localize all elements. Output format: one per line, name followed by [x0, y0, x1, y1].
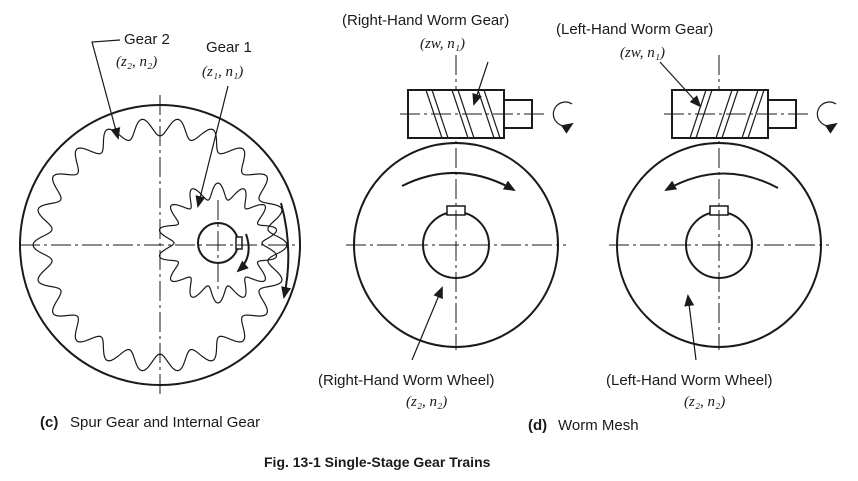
caption-c-letter: (c) — [40, 414, 58, 431]
gear2-params: (z₂, n₂) — [116, 54, 157, 70]
right-hand-worm-mesh — [346, 55, 574, 361]
lh-worm-gear-label: (Left-Hand Worm Gear) — [556, 21, 713, 38]
lh-wheel-rotation-arrow — [664, 172, 779, 191]
lh-wheel-leader-arrow — [684, 294, 697, 361]
rh-worm-wheel-label: (Right-Hand Worm Wheel) — [318, 372, 494, 389]
pinion-rotation-arrow — [236, 233, 250, 273]
figure-caption: Fig. 13-1 Single-Stage Gear Trains — [264, 454, 491, 470]
pinion-keyway — [235, 236, 243, 250]
gear2-label: Gear 2 — [124, 31, 170, 48]
lh-worm-leader-arrow — [659, 61, 702, 108]
rh-wheel-leader-arrow — [411, 286, 443, 361]
caption-c-text: Spur Gear and Internal Gear — [70, 414, 260, 431]
gear1-leader-arrow — [195, 85, 229, 208]
pinion-gear-teeth — [158, 182, 278, 304]
lh-worm-gear-params: (zw, n₁) — [620, 45, 665, 61]
left-hand-worm-mesh — [609, 55, 838, 361]
rh-worm-leader-arrow — [472, 61, 489, 106]
rh-worm-wheel-params: (z₂, n₂) — [406, 394, 447, 410]
internal-gear-rotation-arrow — [280, 202, 291, 299]
gear2-leader-arrow — [91, 39, 121, 140]
lh-worm-wheel-label: (Left-Hand Worm Wheel) — [606, 372, 772, 389]
gear1-params: (z₁, n₁) — [202, 64, 243, 80]
caption-d-text: Worm Mesh — [558, 417, 639, 434]
lh-worm-rotation-arrow — [816, 101, 838, 134]
caption-d-letter: (d) — [528, 417, 547, 434]
lh-worm-wheel-params: (z₂, n₂) — [684, 394, 725, 410]
rh-worm-gear-label: (Right-Hand Worm Gear) — [342, 12, 509, 29]
spur-internal-gear-diagram — [19, 39, 301, 395]
gear1-label: Gear 1 — [206, 39, 252, 56]
rh-wheel-rotation-arrow — [401, 172, 516, 191]
rh-worm-gear-params: (zw, n₁) — [420, 36, 465, 52]
rh-worm-rotation-arrow — [552, 101, 574, 134]
